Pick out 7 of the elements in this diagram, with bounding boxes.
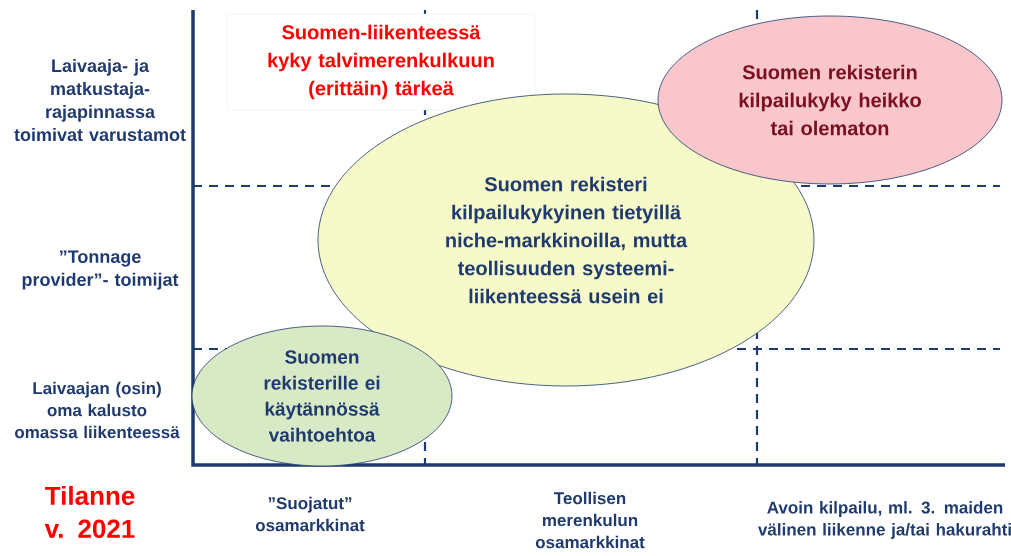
axis-label: ”Suojatut” osamarkkinat bbox=[255, 496, 365, 532]
note-box: Suomen-liikenteessä kyky talvimerenkulkuun (erittäin) tärkeä bbox=[226, 13, 536, 111]
axis-label: ”Tonnage provider”- toimijat bbox=[22, 250, 179, 290]
axis-label: Avoin kilpailu, ml. 3. maiden välinen liikenne ja/tai hakurahti bbox=[758, 501, 1011, 539]
axis-label: Teollisen merenkulun osamarkkinat bbox=[535, 491, 645, 549]
axis-label: Tilanne v. 2021 bbox=[44, 485, 135, 539]
axis-label: Laivaaja- ja matkustaja- rajapinnassa toimivat varustamot bbox=[14, 58, 186, 142]
